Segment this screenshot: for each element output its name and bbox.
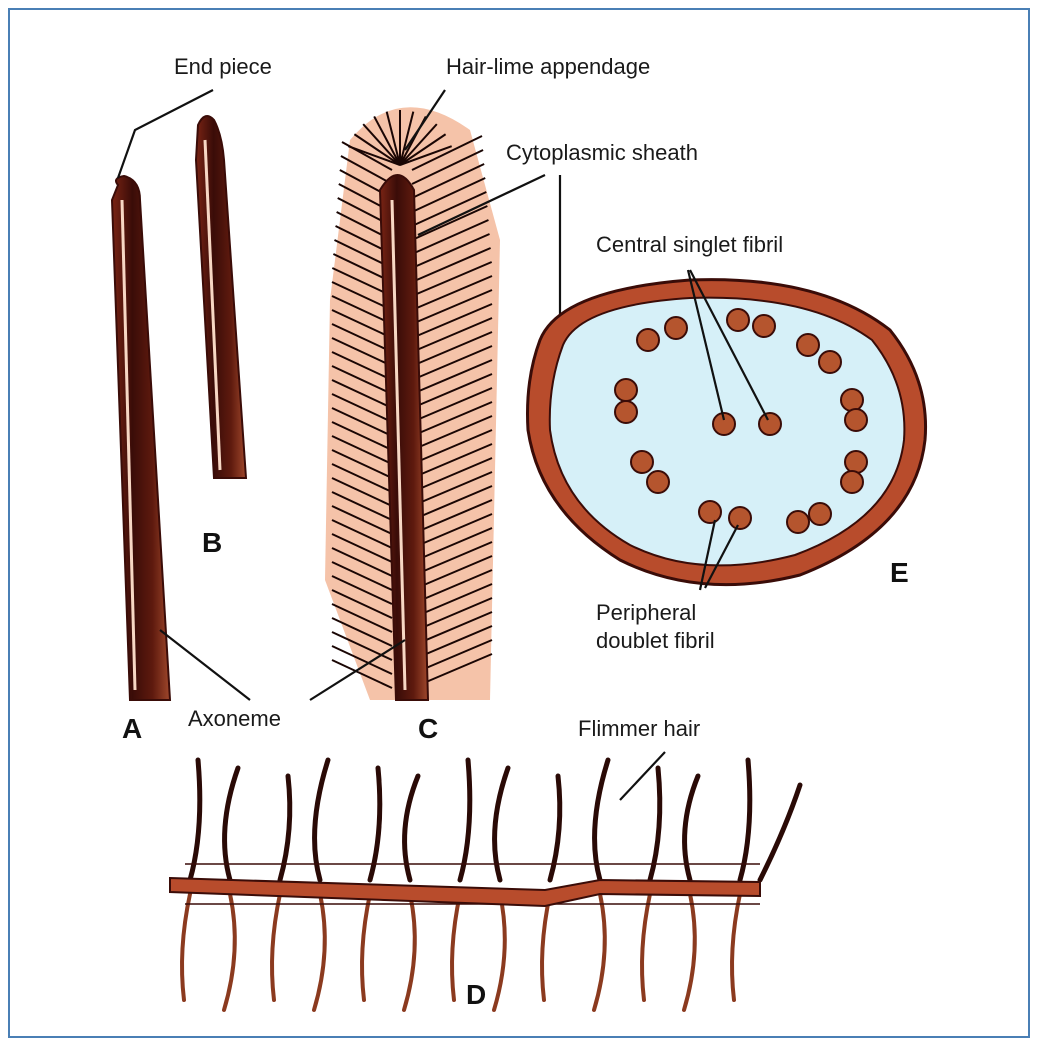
flimmer-hair	[224, 894, 235, 1010]
peripheral-fibril	[699, 501, 721, 523]
peripheral-fibril	[729, 507, 751, 529]
flimmer-hair	[182, 894, 190, 1000]
panel-label-a: A	[122, 713, 142, 744]
cross-section-e	[528, 280, 926, 585]
flagellum-c	[325, 107, 500, 700]
peripheral-fibril	[615, 401, 637, 423]
label-end-piece: End piece	[174, 54, 272, 79]
peripheral-fibril	[841, 389, 863, 411]
flimmer-hair	[272, 894, 280, 1000]
flimmer-hair	[370, 768, 380, 880]
flagellum-b	[196, 116, 246, 478]
peripheral-fibril	[631, 451, 653, 473]
flagellum-d	[170, 760, 800, 1010]
flimmer-hair	[362, 894, 370, 1000]
flimmer-hair	[404, 894, 415, 1010]
flimmer-hair	[760, 785, 800, 880]
label-hair-lime-appendage: Hair-lime appendage	[446, 54, 650, 79]
flimmer-hair	[732, 894, 740, 1000]
flimmer-hair	[190, 760, 200, 880]
label-doublet-fibril: doublet fibril	[596, 628, 715, 653]
flimmer-hair	[495, 768, 508, 880]
flimmer-hair	[642, 894, 650, 1000]
flimmer-hair	[740, 760, 750, 880]
panel-label-d: D	[466, 979, 486, 1010]
label-peripheral: Peripheral	[596, 600, 696, 625]
peripheral-fibril	[647, 471, 669, 493]
flimmer-hair	[594, 894, 605, 1010]
peripheral-fibril	[753, 315, 775, 337]
flimmer-hair	[225, 768, 238, 880]
peripheral-fibril	[787, 511, 809, 533]
axoneme-leader-a	[160, 630, 250, 700]
central-fibril	[759, 413, 781, 435]
peripheral-fibril	[637, 329, 659, 351]
peripheral-fibril	[841, 471, 863, 493]
flimmer-hair	[315, 760, 328, 880]
flimmer-hair	[494, 894, 505, 1010]
label-flimmer-hair: Flimmer hair	[578, 716, 700, 741]
panel-label-e: E	[890, 557, 909, 588]
peripheral-fibril	[615, 379, 637, 401]
flimmer-hair	[650, 768, 660, 880]
label-cytoplasmic-sheath: Cytoplasmic sheath	[506, 140, 698, 165]
peripheral-fibril	[845, 409, 867, 431]
flimmer-hair	[595, 760, 608, 880]
label-axoneme: Axoneme	[188, 706, 281, 731]
flimmer-hair	[314, 894, 325, 1010]
peripheral-fibril	[797, 334, 819, 356]
panel-label-c: C	[418, 713, 438, 744]
flimmer-hair	[542, 894, 550, 1000]
peripheral-fibril	[845, 451, 867, 473]
peripheral-fibril	[809, 503, 831, 525]
flimmer-hair	[460, 760, 470, 880]
peripheral-fibril	[665, 317, 687, 339]
label-central-singlet-fibril: Central singlet fibril	[596, 232, 783, 257]
flimmer-hair	[684, 894, 695, 1010]
peripheral-fibril	[819, 351, 841, 373]
peripheral-fibril	[727, 309, 749, 331]
flagellum-a	[112, 176, 170, 700]
flimmer-hair	[452, 894, 460, 1000]
panel-label-b: B	[202, 527, 222, 558]
